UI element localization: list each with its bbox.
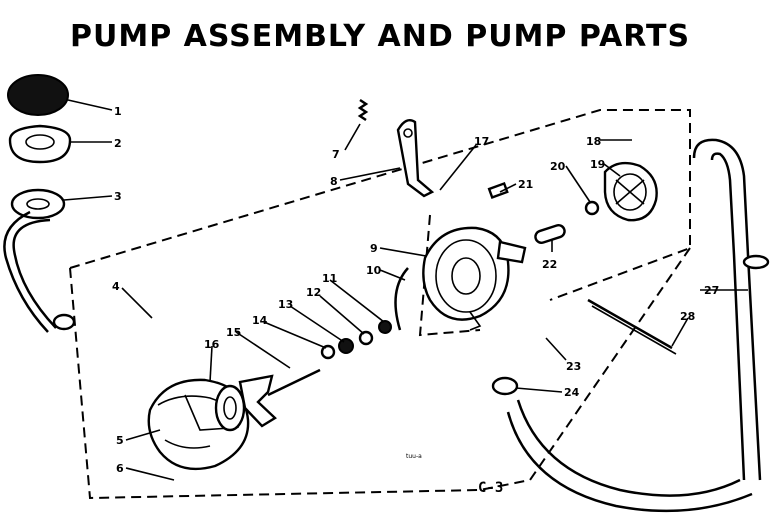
callout-1: 1 xyxy=(114,105,122,118)
callout-4: 4 xyxy=(112,280,120,293)
callout-27: 27 xyxy=(704,284,719,297)
small-code: tuu-a xyxy=(406,453,422,460)
part-washer xyxy=(10,188,66,220)
part-o-ring xyxy=(394,267,409,331)
callout-6: 6 xyxy=(116,462,124,475)
callout-12: 12 xyxy=(306,286,321,299)
part-grommet xyxy=(8,124,72,164)
diagram-title: PUMP ASSEMBLY AND PUMP PARTS xyxy=(70,19,690,54)
callout-10: 10 xyxy=(366,264,382,277)
part-seals xyxy=(320,320,392,360)
part-bracket xyxy=(396,119,435,198)
part-drain-hose xyxy=(692,138,770,481)
part-outlet-hose xyxy=(491,376,753,513)
part-inlet-hose xyxy=(3,210,76,333)
callout-19: 19 xyxy=(590,158,605,171)
part-cap xyxy=(7,74,69,116)
callout-11: 11 xyxy=(322,272,337,285)
callout-21: 21 xyxy=(518,178,533,191)
part-spring xyxy=(357,98,369,122)
callout-13: 13 xyxy=(278,298,293,311)
callout-5: 5 xyxy=(116,434,124,447)
callout-17: 17 xyxy=(474,135,489,148)
callout-18: 18 xyxy=(586,135,601,148)
callout-3: 3 xyxy=(114,190,122,203)
leader-lines xyxy=(63,99,748,481)
callout-8: 8 xyxy=(330,175,338,188)
part-pump-body xyxy=(422,226,527,331)
callout-20: 20 xyxy=(550,160,566,173)
callout-23: 23 xyxy=(566,360,581,373)
part-pump-cover xyxy=(147,378,250,471)
callout-16: 16 xyxy=(204,338,220,351)
callout-28: 28 xyxy=(680,310,695,323)
callout-2: 2 xyxy=(114,137,122,150)
callout-9: 9 xyxy=(370,242,378,255)
part-small-fittings xyxy=(487,181,600,244)
callout-22: 22 xyxy=(542,258,557,271)
callout-24: 24 xyxy=(564,386,580,399)
callout-7: 7 xyxy=(332,148,340,161)
part-pulley xyxy=(603,161,658,222)
callout-labels: 1 2 3 4 5 6 7 8 9 10 11 12 13 14 15 16 1… xyxy=(112,105,719,475)
callout-15: 15 xyxy=(226,326,241,339)
part-impeller xyxy=(238,368,321,428)
page-code: C-3 xyxy=(478,480,503,496)
part-shaft xyxy=(587,298,677,355)
callout-14: 14 xyxy=(252,314,268,327)
